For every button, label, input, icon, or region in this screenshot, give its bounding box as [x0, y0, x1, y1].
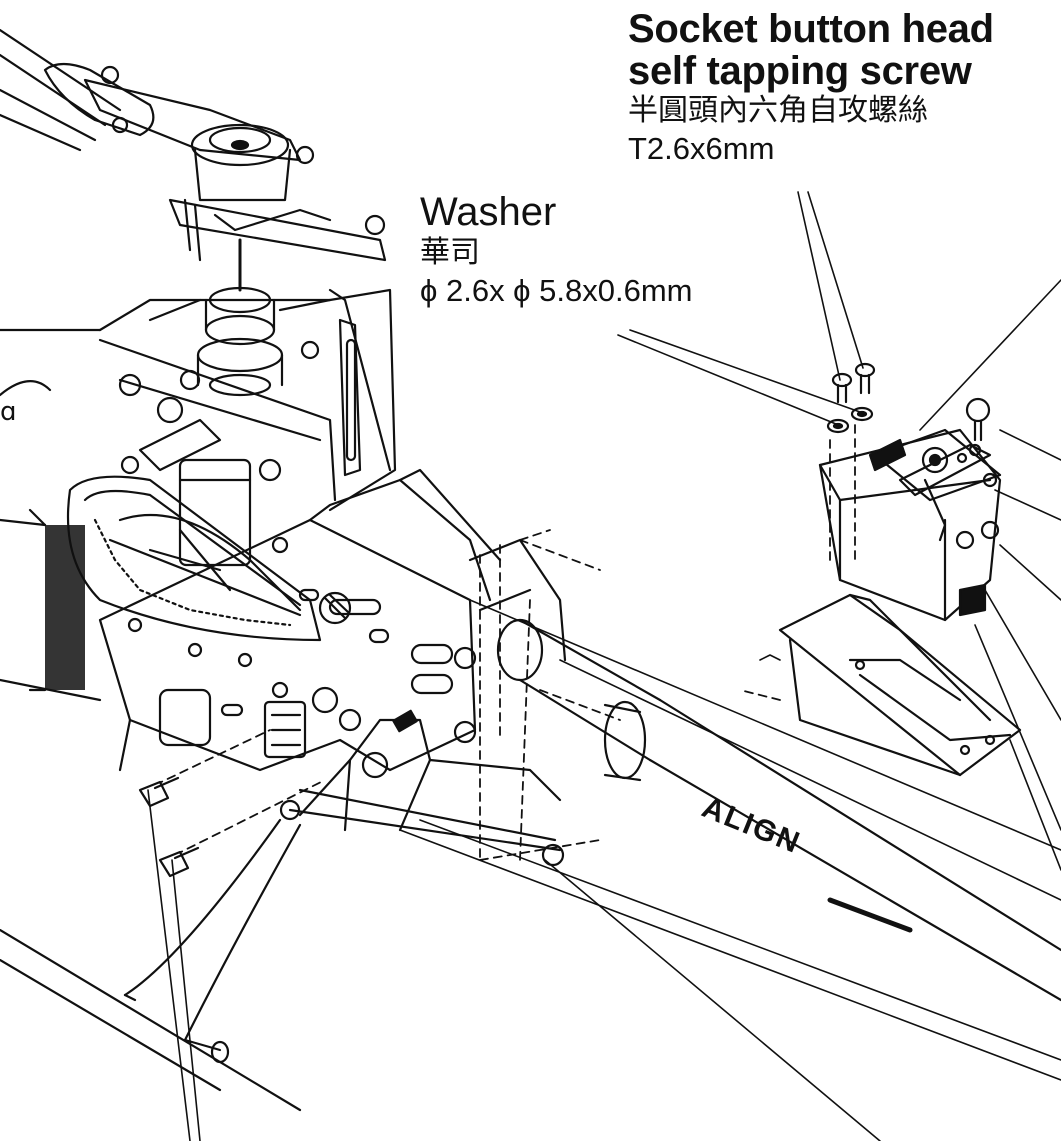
side-frame [98, 468, 502, 772]
landing-skid [0, 709, 565, 1112]
washer-size: ϕ 2.6x ϕ 5.8x0.6mm [420, 273, 693, 308]
screw-name-zh: 半圓頭內六角自攻螺絲 [628, 93, 928, 128]
tail-servo-mount [778, 593, 1022, 777]
frame-screws [138, 776, 200, 878]
screw-size: T2.6x6mm [628, 131, 775, 166]
assembly-guides [154, 424, 856, 861]
main-rotor-head [0, 28, 387, 397]
upper-frame: ɑ [0, 288, 397, 567]
washer-name: Washer [420, 190, 557, 234]
tail-servo [818, 428, 1002, 622]
screw-name-line2: self tapping screw [628, 49, 972, 93]
servo-hardware [826, 362, 991, 442]
brand-mark: ALIGN [697, 791, 805, 860]
washer-callout: Washer 華司 ϕ 2.6x ϕ 5.8x0.6mm [420, 190, 693, 310]
main-gear [0, 475, 322, 702]
leader-lines [147, 191, 1061, 1141]
screw-callout: Socket button head self tapping screw 半圓… [628, 8, 994, 168]
svg-text:ɑ: ɑ [0, 397, 17, 427]
screw-name-line1: Socket button head [628, 7, 994, 51]
washer-name-zh: 華司 [420, 235, 480, 270]
